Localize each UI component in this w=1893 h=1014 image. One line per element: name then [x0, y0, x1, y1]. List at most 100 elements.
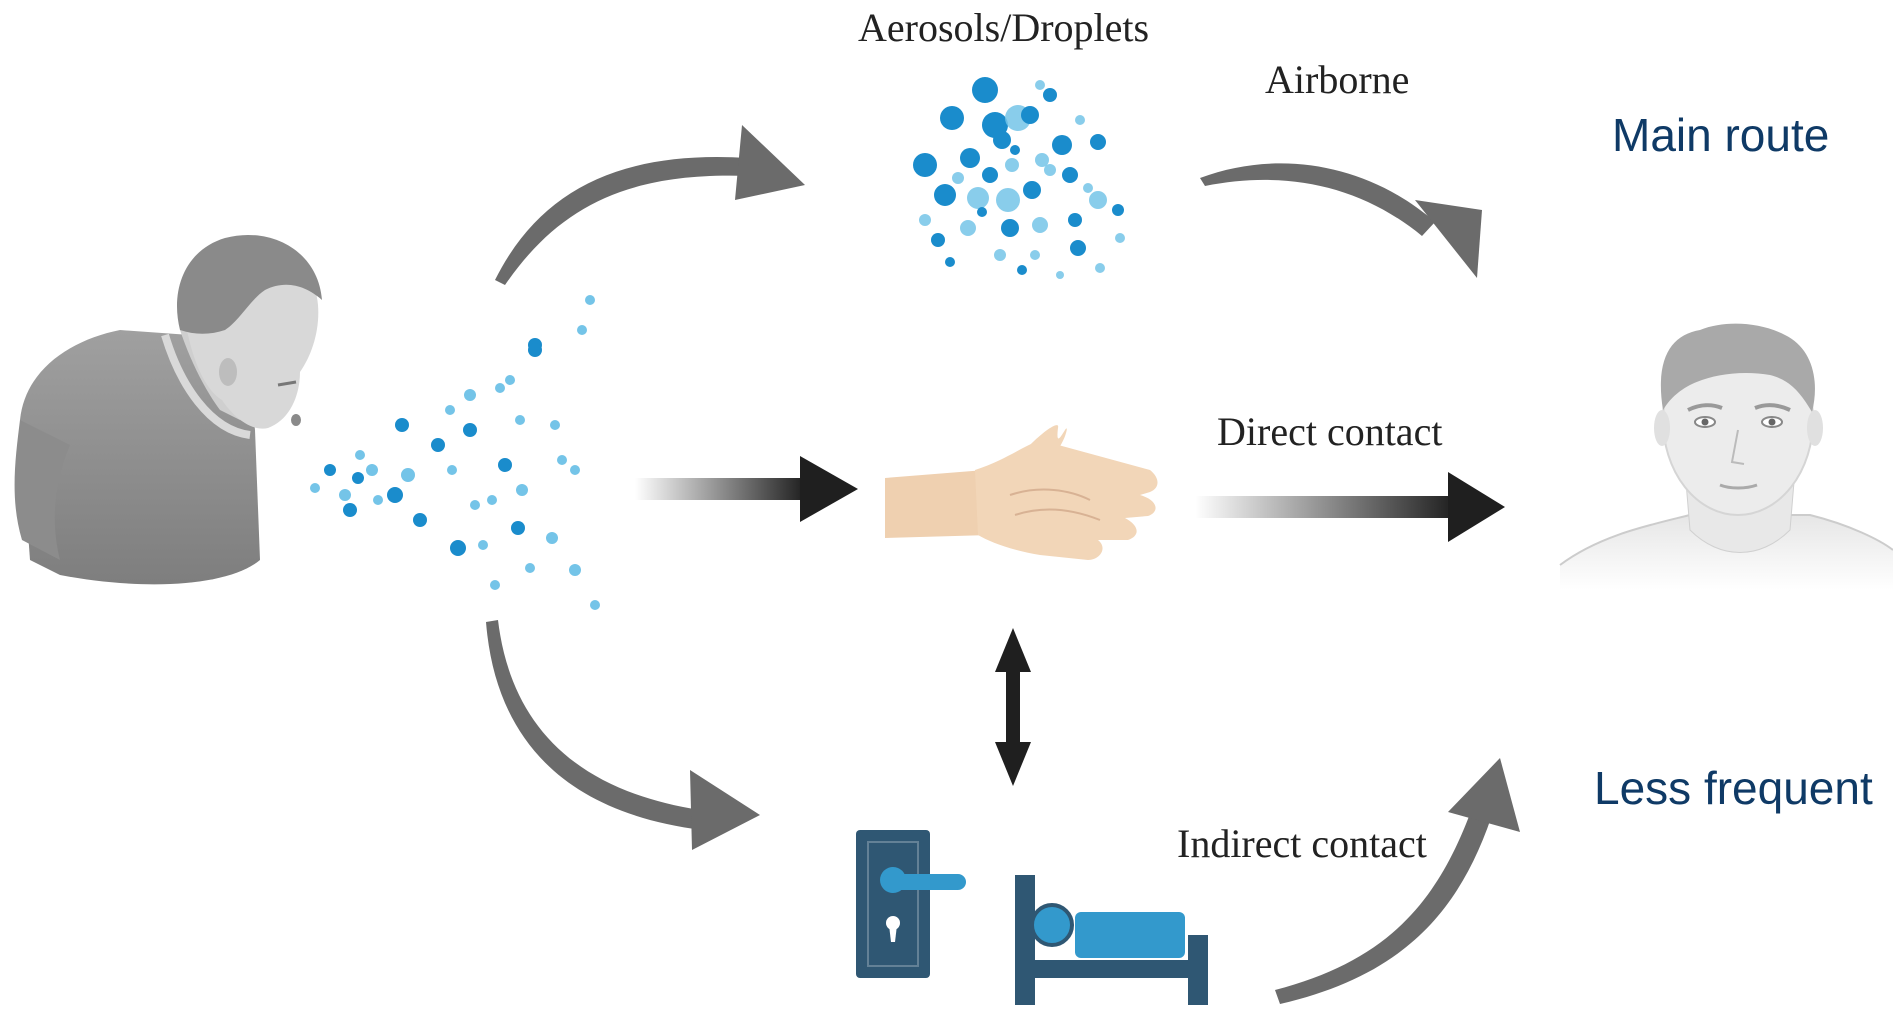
droplet [1023, 181, 1041, 199]
droplet [498, 458, 512, 472]
arrow-hand-fomite-bidirectional [995, 628, 1031, 786]
droplet [1068, 213, 1082, 227]
droplet [1056, 271, 1064, 279]
droplet [366, 464, 378, 476]
droplet [960, 220, 976, 236]
door-handle-icon [856, 830, 966, 978]
droplet [1095, 263, 1105, 273]
droplet [310, 483, 320, 493]
droplet [1062, 167, 1078, 183]
route-less-frequent: Less frequent [1594, 762, 1873, 814]
droplet [1021, 106, 1039, 124]
route-main: Main route [1612, 109, 1830, 161]
droplet [546, 532, 558, 544]
droplet [478, 540, 488, 550]
droplet [1052, 135, 1072, 155]
droplet [339, 489, 351, 501]
droplet [945, 257, 955, 267]
droplet [1070, 240, 1086, 256]
droplet [577, 325, 587, 335]
droplet [495, 383, 505, 393]
droplet [1083, 183, 1093, 193]
droplet [450, 540, 466, 556]
droplet [569, 564, 581, 576]
droplet [413, 513, 427, 527]
droplet [447, 465, 457, 475]
droplet [1043, 88, 1057, 102]
droplet [528, 343, 542, 357]
droplet-spray-icon [310, 295, 600, 610]
droplet [967, 187, 989, 209]
droplet [1112, 204, 1124, 216]
droplet [919, 214, 931, 226]
droplet [913, 153, 937, 177]
droplet [570, 465, 580, 475]
coughing-person-icon [14, 234, 322, 585]
droplet [1010, 145, 1020, 155]
droplet [931, 233, 945, 247]
droplet [1115, 233, 1125, 243]
droplet [960, 148, 980, 168]
aerosol-cloud-icon [913, 77, 1125, 279]
arrow-to-aerosols [495, 125, 805, 285]
label-aerosols-droplets: Aerosols/Droplets [858, 5, 1150, 50]
droplet [487, 495, 497, 505]
droplet [490, 580, 500, 590]
droplet [1044, 164, 1056, 176]
droplet [972, 77, 998, 103]
droplet [355, 450, 365, 460]
arrow-airborne [1200, 163, 1482, 278]
droplet [1032, 217, 1048, 233]
droplet [505, 375, 515, 385]
droplet [1001, 219, 1019, 237]
droplet [1090, 134, 1106, 150]
droplet [1035, 153, 1049, 167]
droplet [352, 472, 364, 484]
label-airborne: Airborne [1265, 57, 1410, 102]
droplet [1035, 80, 1045, 90]
droplet [373, 495, 383, 505]
arrow-indirect [1275, 758, 1520, 1004]
droplet [996, 188, 1020, 212]
droplet [324, 464, 336, 476]
droplet [557, 455, 567, 465]
droplet [934, 184, 956, 206]
droplet [516, 484, 528, 496]
droplet [550, 420, 560, 430]
label-direct-contact: Direct contact [1217, 409, 1443, 454]
droplet [463, 423, 477, 437]
droplet [590, 600, 600, 610]
droplet [431, 438, 445, 452]
arrow-spray-to-hand [635, 456, 858, 522]
droplet [952, 172, 964, 184]
hospital-bed-icon [1015, 875, 1208, 1005]
label-indirect-contact: Indirect contact [1177, 821, 1427, 866]
droplet [401, 468, 415, 482]
droplet [1017, 265, 1027, 275]
droplet [445, 405, 455, 415]
droplet [977, 207, 987, 217]
droplet [1075, 115, 1085, 125]
droplet [1005, 158, 1019, 172]
droplet [470, 500, 480, 510]
droplet [1030, 250, 1040, 260]
droplet [343, 503, 357, 517]
droplet [585, 295, 595, 305]
droplet [515, 415, 525, 425]
droplet [511, 521, 525, 535]
droplet [1089, 191, 1107, 209]
open-hand-icon [885, 425, 1158, 560]
droplet [464, 389, 476, 401]
arrow-direct-contact [1195, 472, 1505, 542]
droplet [993, 131, 1011, 149]
droplet [994, 249, 1006, 261]
droplet [395, 418, 409, 432]
recipient-person-icon [1559, 323, 1893, 590]
droplet [940, 106, 964, 130]
arrow-to-fomites [486, 620, 760, 850]
droplet [982, 167, 998, 183]
droplet [525, 563, 535, 573]
droplet [387, 487, 403, 503]
